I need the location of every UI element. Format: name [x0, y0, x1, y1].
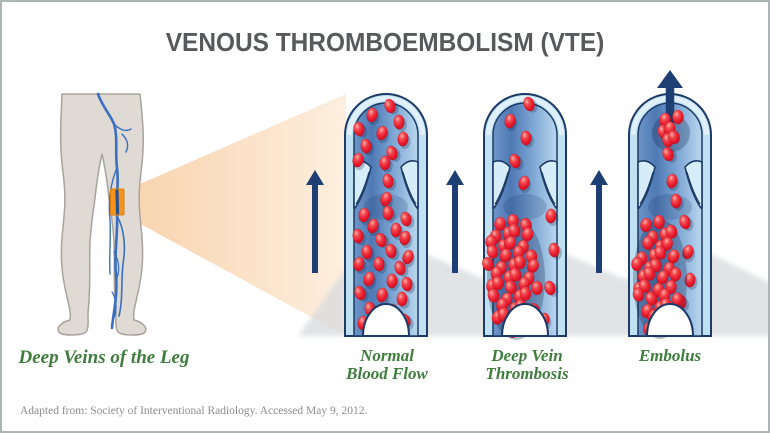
- label-deep-vein-thrombosis: Deep Vein Thrombosis: [485, 346, 569, 383]
- embolus-exit-arrow-icon: [657, 70, 683, 124]
- vein-shadow: [599, 274, 629, 336]
- venous-valve-flap: [684, 160, 703, 209]
- venous-valve-flap: [492, 160, 511, 209]
- red-blood-cells: [504, 96, 562, 331]
- vein-embolus: [628, 70, 712, 339]
- venous-valve-flap: [400, 160, 419, 209]
- up-arrow-icon: [446, 170, 464, 273]
- label-embolus: Embolus: [638, 346, 702, 365]
- vein-bottom-opening: [645, 303, 695, 337]
- attribution-text: Adapted from: Society of Interventional …: [20, 405, 368, 417]
- vein-shadow: [298, 268, 346, 336]
- up-arrow-icon: [590, 170, 608, 273]
- up-arrow-icon: [306, 170, 324, 273]
- flow-arrows: [306, 170, 608, 273]
- figure-title: VENOUS THROMBOEMBOLISM (VTE): [165, 27, 605, 57]
- legs-silhouette: [57, 93, 147, 336]
- venous-valve-flap: [539, 160, 558, 209]
- vein-normal-blood-flow: [344, 93, 428, 337]
- embolus-clot: [652, 109, 690, 152]
- magnifier-cone: [124, 94, 346, 336]
- vein-bottom-opening: [500, 303, 550, 337]
- vein-bottom-opening: [361, 303, 411, 337]
- label-deep-veins-of-the-leg: Deep Veins of the Leg: [18, 347, 190, 368]
- vein-shadow: [454, 274, 484, 336]
- red-blood-cells: [352, 98, 416, 335]
- vein-deep-vein-thrombosis: [482, 93, 567, 340]
- venous-valve-flap: [637, 160, 656, 209]
- red-blood-cells: [662, 146, 698, 312]
- label-normal-blood-flow: Normal Blood Flow: [346, 346, 428, 383]
- leg-illustration: [57, 92, 147, 336]
